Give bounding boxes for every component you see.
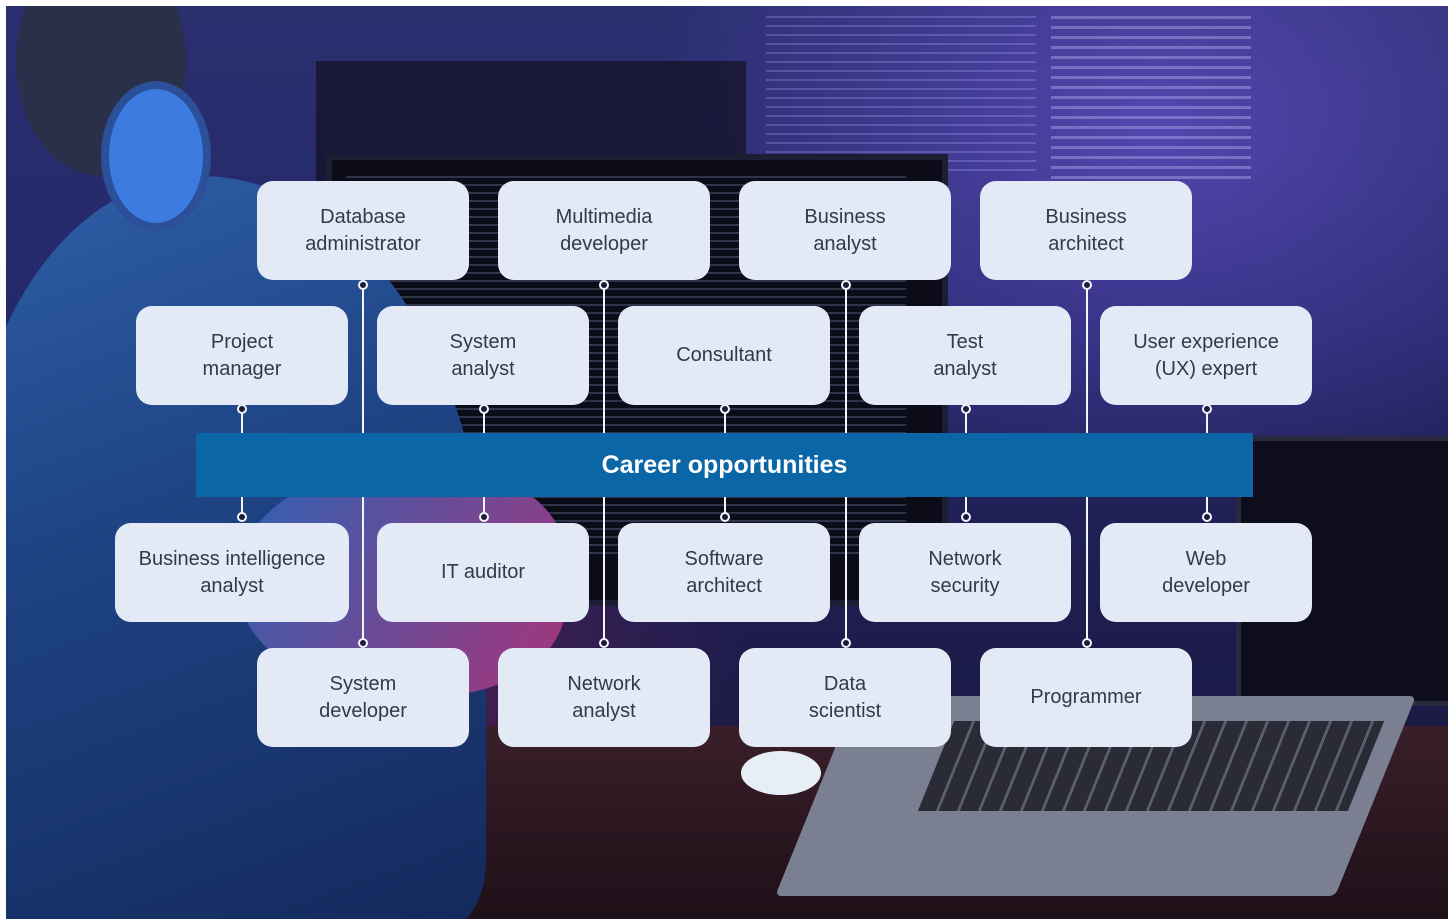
connector-dot <box>479 404 489 414</box>
connector-dot <box>1202 512 1212 522</box>
connector-dot <box>237 404 247 414</box>
role-network-analyst: Network analyst <box>498 648 710 747</box>
role-ux-expert: User experience (UX) expert <box>1100 306 1312 405</box>
connector-dot <box>1082 638 1092 648</box>
connector-dot <box>841 638 851 648</box>
connector-dot <box>961 512 971 522</box>
connector-dot <box>1082 280 1092 290</box>
role-business-architect: Business architect <box>980 181 1192 280</box>
role-system-analyst: System analyst <box>377 306 589 405</box>
role-multimedia-developer: Multimedia developer <box>498 181 710 280</box>
connector-dot <box>720 404 730 414</box>
role-test-analyst: Test analyst <box>859 306 1071 405</box>
projected-code-right <box>1051 16 1251 186</box>
connector-dot <box>961 404 971 414</box>
role-network-security: Network security <box>859 523 1071 622</box>
connector-dot <box>599 638 609 648</box>
connector-dot <box>479 512 489 522</box>
connector-dot <box>358 638 368 648</box>
connector-dot <box>358 280 368 290</box>
role-it-auditor: IT auditor <box>377 523 589 622</box>
career-opportunities-bar: Career opportunities <box>196 433 1253 497</box>
role-consultant: Consultant <box>618 306 830 405</box>
role-programmer: Programmer <box>980 648 1192 747</box>
role-system-developer: System developer <box>257 648 469 747</box>
role-business-analyst: Business analyst <box>739 181 951 280</box>
role-web-developer: Web developer <box>1100 523 1312 622</box>
connector-dot <box>237 512 247 522</box>
role-software-architect: Software architect <box>618 523 830 622</box>
role-project-manager: Project manager <box>136 306 348 405</box>
connector-dot <box>1202 404 1212 414</box>
projected-code-left <box>766 16 1036 176</box>
mouse <box>741 751 821 795</box>
role-data-scientist: Data scientist <box>739 648 951 747</box>
connector-dot <box>720 512 730 522</box>
connector-dot <box>841 280 851 290</box>
headphone-icon <box>101 81 211 231</box>
connector-dot <box>599 280 609 290</box>
role-database-administrator: Database administrator <box>257 181 469 280</box>
role-bi-analyst: Business intelligence analyst <box>115 523 349 622</box>
